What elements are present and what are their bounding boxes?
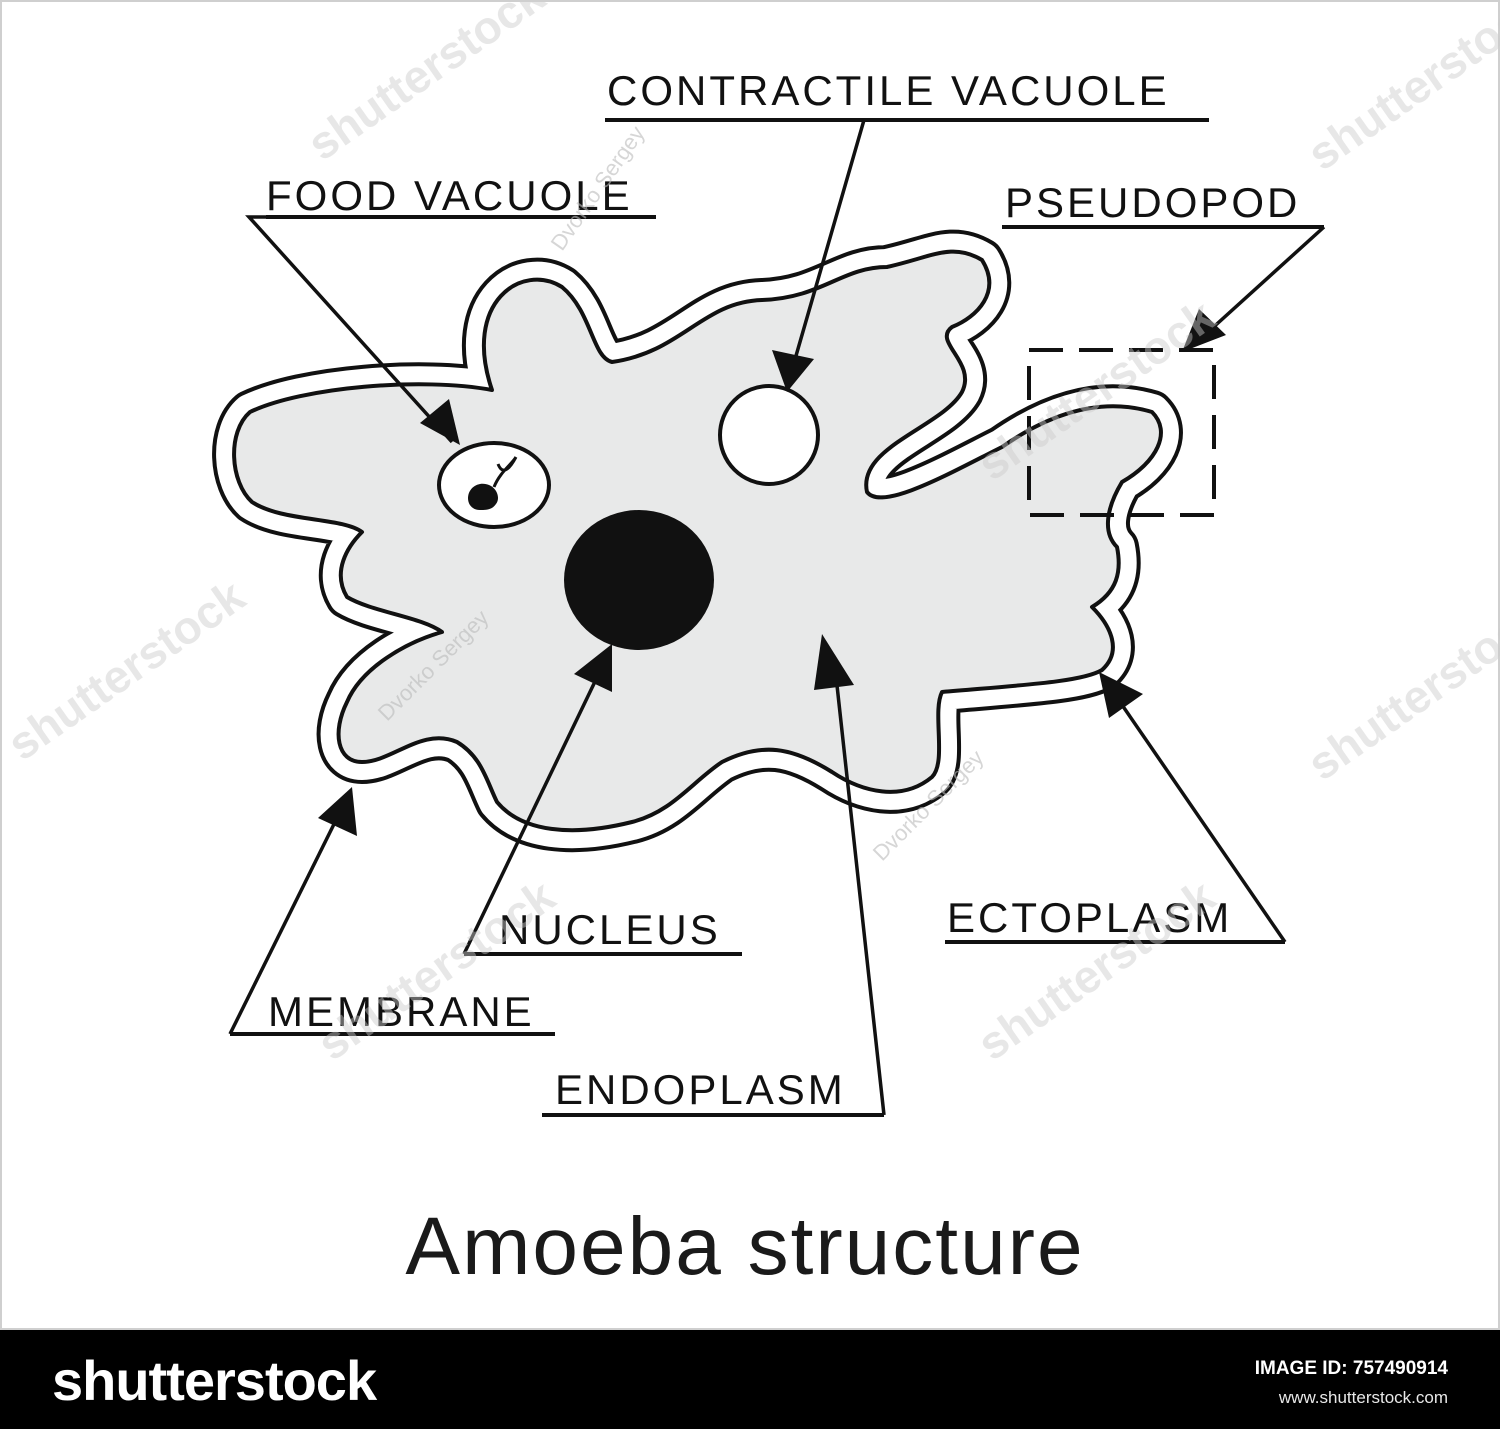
site-url[interactable]: www.shutterstock.com bbox=[1278, 1388, 1448, 1407]
label-ectoplasm: ECTOPLASM bbox=[947, 894, 1232, 941]
watermark-7: shutterstock bbox=[1298, 2, 1500, 180]
leader-endoplasm bbox=[833, 666, 886, 1116]
label-endoplasm: ENDOPLASM bbox=[555, 1066, 846, 1113]
watermark-5: shutterstock bbox=[308, 869, 564, 1070]
pseudopod-highlight-box bbox=[1027, 348, 1216, 517]
leader-nucleus bbox=[462, 666, 604, 955]
food-particle-icon bbox=[468, 483, 499, 510]
nucleus bbox=[564, 510, 714, 650]
image-id-value: 757490914 bbox=[1352, 1358, 1448, 1379]
footer-bar: shutterstock IMAGE ID: 757490914 www.shu… bbox=[0, 1330, 1500, 1429]
food-particle-tail-icon bbox=[492, 456, 518, 488]
diagram-title: Amoeba structure bbox=[405, 1201, 1084, 1292]
watermark-4: shutterstock bbox=[1298, 589, 1500, 790]
watermark-1: shutterstock bbox=[298, 2, 554, 170]
leader-contractile-vacuole bbox=[785, 119, 866, 388]
label-food-vacuole: FOOD VACUOLE bbox=[266, 172, 633, 219]
arrowhead-food-vacuole bbox=[420, 399, 460, 445]
arrowhead-contractile-vacuole bbox=[772, 350, 814, 392]
image-id: IMAGE ID: 757490914 bbox=[1255, 1358, 1448, 1380]
image-id-label: IMAGE ID: bbox=[1254, 1358, 1348, 1379]
brand-logo[interactable]: shutterstock bbox=[52, 1349, 377, 1412]
contractile-vacuole bbox=[718, 384, 820, 486]
label-nucleus: NUCLEUS bbox=[499, 906, 721, 953]
arrowhead-ectoplasm bbox=[1099, 672, 1143, 718]
arrowhead-pseudopod bbox=[1182, 309, 1226, 352]
arrowhead-nucleus bbox=[574, 644, 612, 692]
label-pseudopod: PSEUDOPOD bbox=[1005, 179, 1300, 226]
leader-ectoplasm bbox=[1118, 701, 1287, 943]
label-membrane: MEMBRANE bbox=[268, 988, 535, 1035]
label-contractile-vacuole: CONTRACTILE VACUOLE bbox=[607, 67, 1170, 114]
arrowhead-membrane bbox=[318, 787, 357, 836]
arrowhead-endoplasm bbox=[814, 634, 854, 690]
diagram-canvas: CONTRACTILE VACUOLE FOOD VACUOLE PSEUDOP… bbox=[0, 0, 1500, 1330]
watermark-3: shutterstock bbox=[2, 569, 254, 770]
leader-membrane bbox=[228, 811, 342, 1035]
leader-food-vacuole bbox=[245, 215, 454, 444]
amoeba-diagram: CONTRACTILE VACUOLE FOOD VACUOLE PSEUDOP… bbox=[2, 2, 1500, 1292]
leader-pseudopod bbox=[1195, 225, 1326, 344]
